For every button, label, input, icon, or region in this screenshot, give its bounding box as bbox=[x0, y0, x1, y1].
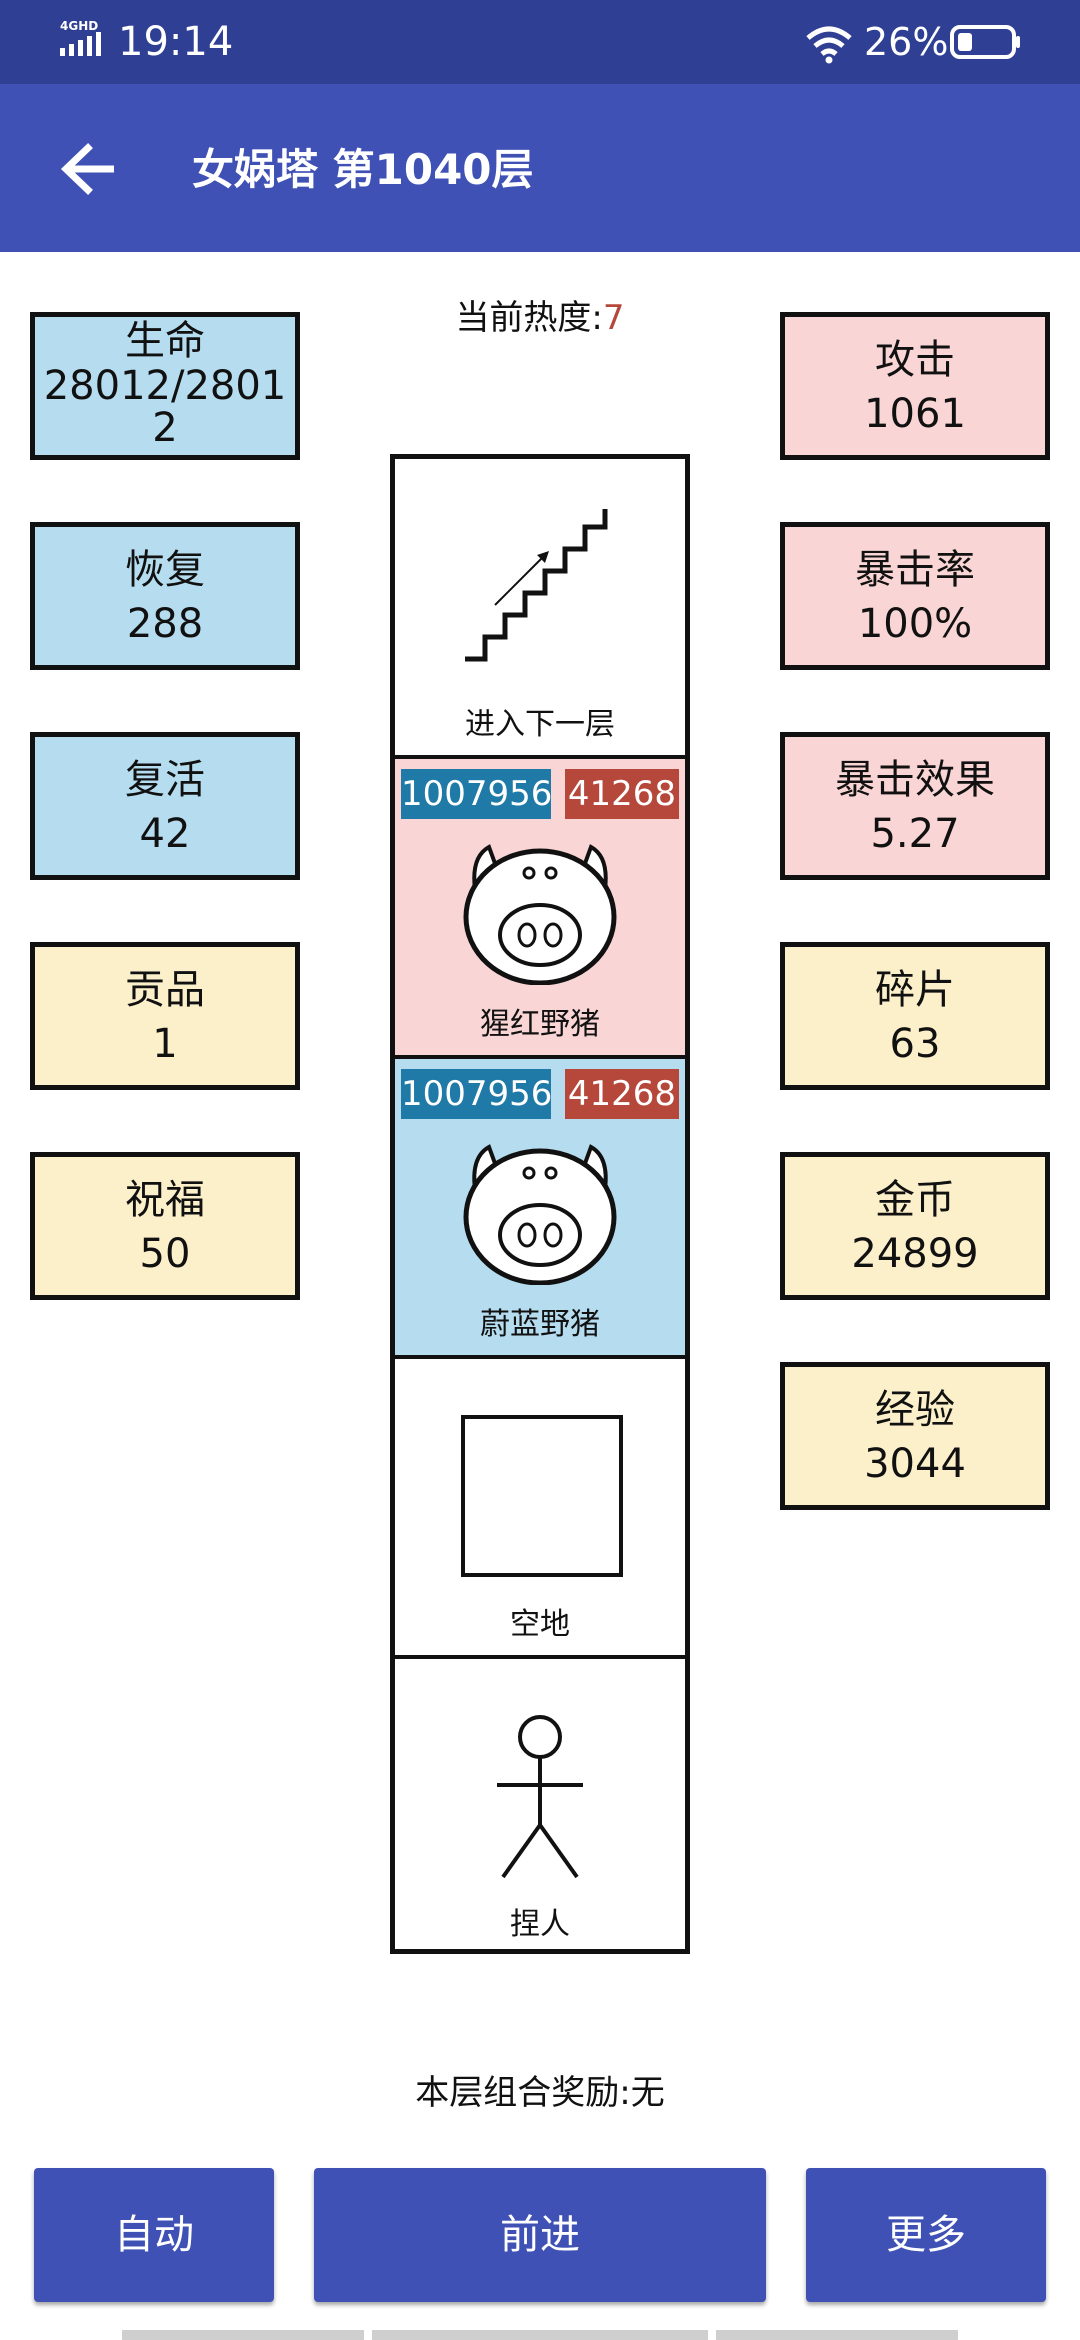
bottom-divider bbox=[716, 2330, 958, 2340]
stat-value: 42 bbox=[139, 811, 191, 857]
stat-recovery[interactable]: 恢复 288 bbox=[30, 522, 300, 670]
page-title: 女娲塔 第1040层 bbox=[192, 145, 534, 194]
stat-label: 经验 bbox=[875, 1387, 955, 1433]
signal-icon: 4GHD bbox=[60, 19, 101, 56]
stat-value: 28012/28012 bbox=[43, 363, 287, 451]
enemy-attack-badge: 41268 bbox=[565, 1069, 679, 1119]
cell-caption: 空地 bbox=[510, 1607, 570, 1642]
stat-revive[interactable]: 复活 42 bbox=[30, 732, 300, 880]
svg-text:4GHD: 4GHD bbox=[60, 19, 98, 33]
empty-square-icon bbox=[461, 1415, 623, 1577]
bottom-divider bbox=[372, 2330, 708, 2340]
stat-attack[interactable]: 攻击 1061 bbox=[780, 312, 1050, 460]
heat-indicator: 当前热度:7 bbox=[0, 296, 1080, 340]
enemy-hp-badge: 1007956 bbox=[401, 1069, 552, 1119]
stat-value: 63 bbox=[889, 1021, 941, 1067]
battery-percent: 26% bbox=[864, 20, 949, 64]
back-arrow-icon[interactable] bbox=[58, 142, 118, 196]
stat-value: 24899 bbox=[851, 1231, 979, 1277]
stairs-icon bbox=[465, 509, 608, 662]
battery-icon bbox=[950, 25, 1020, 59]
stat-label: 暴击效果 bbox=[835, 757, 995, 803]
cell-caption: 猩红野猪 bbox=[480, 1007, 600, 1042]
stat-experience[interactable]: 经验 3044 bbox=[780, 1362, 1050, 1510]
reward-label: 本层组合奖励: bbox=[415, 2073, 631, 2113]
tower-cell-stairs[interactable]: 进入下一层 bbox=[395, 459, 685, 759]
stat-fragments[interactable]: 碎片 63 bbox=[780, 942, 1050, 1090]
wifi-icon bbox=[806, 26, 852, 64]
stat-crit-effect[interactable]: 暴击效果 5.27 bbox=[780, 732, 1050, 880]
stat-label: 金币 bbox=[875, 1177, 955, 1223]
stat-value: 288 bbox=[126, 601, 204, 647]
stat-value: 3044 bbox=[864, 1441, 966, 1487]
app-bar: 女娲塔 第1040层 bbox=[0, 84, 1080, 252]
pig-icon bbox=[463, 844, 617, 985]
floor-reward: 本层组合奖励:无 bbox=[0, 2070, 1080, 2116]
stat-gold[interactable]: 金币 24899 bbox=[780, 1152, 1050, 1300]
forward-button[interactable]: 前进 bbox=[314, 2168, 766, 2302]
tower-cell-enemy-azure[interactable]: 1007956 41268 蔚蓝野猪 bbox=[395, 1059, 685, 1359]
stat-label: 碎片 bbox=[875, 967, 955, 1013]
stat-label: 贡品 bbox=[125, 967, 205, 1013]
stat-label: 暴击率 bbox=[855, 547, 975, 593]
stat-value: 1061 bbox=[864, 391, 966, 437]
tower-cell-character[interactable]: 捏人 bbox=[395, 1659, 685, 1959]
stat-label: 生命 bbox=[125, 318, 205, 364]
more-button[interactable]: 更多 bbox=[806, 2168, 1046, 2302]
reward-value: 无 bbox=[630, 2073, 665, 2113]
status-time: 19:14 bbox=[118, 19, 234, 65]
stat-label: 恢复 bbox=[125, 547, 205, 593]
heat-value: 7 bbox=[602, 298, 625, 338]
cell-caption: 捏人 bbox=[510, 1907, 570, 1942]
stat-value: 50 bbox=[139, 1231, 191, 1277]
stat-label: 祝福 bbox=[125, 1177, 205, 1223]
tower-cell-enemy-crimson[interactable]: 1007956 41268 猩红野猪 bbox=[395, 759, 685, 1059]
enemy-hp-badge: 1007956 bbox=[401, 769, 552, 819]
cell-caption: 蔚蓝野猪 bbox=[480, 1307, 600, 1342]
stat-value: 100% bbox=[857, 601, 973, 647]
tower-cell-empty[interactable]: 空地 bbox=[395, 1359, 685, 1659]
cell-caption: 进入下一层 bbox=[465, 707, 615, 742]
stat-tribute[interactable]: 贡品 1 bbox=[30, 942, 300, 1090]
stat-value: 5.27 bbox=[870, 811, 960, 857]
stickman-icon bbox=[497, 1715, 583, 1879]
stat-label: 攻击 bbox=[875, 337, 955, 383]
stat-life[interactable]: 生命 28012/28012 bbox=[30, 312, 300, 460]
stat-value: 1 bbox=[152, 1021, 178, 1067]
tower-column: 进入下一层 1007956 41268 猩红野猪 1007956 41268 bbox=[390, 454, 690, 1954]
auto-button[interactable]: 自动 bbox=[34, 2168, 274, 2302]
enemy-attack-badge: 41268 bbox=[565, 769, 679, 819]
status-bar: 4GHD 19:14 26% bbox=[0, 0, 1080, 84]
stat-crit-rate[interactable]: 暴击率 100% bbox=[780, 522, 1050, 670]
pig-icon bbox=[463, 1144, 617, 1285]
stat-label: 复活 bbox=[125, 757, 205, 803]
heat-label: 当前热度: bbox=[455, 298, 603, 338]
bottom-divider bbox=[122, 2330, 364, 2340]
stat-blessing[interactable]: 祝福 50 bbox=[30, 1152, 300, 1300]
